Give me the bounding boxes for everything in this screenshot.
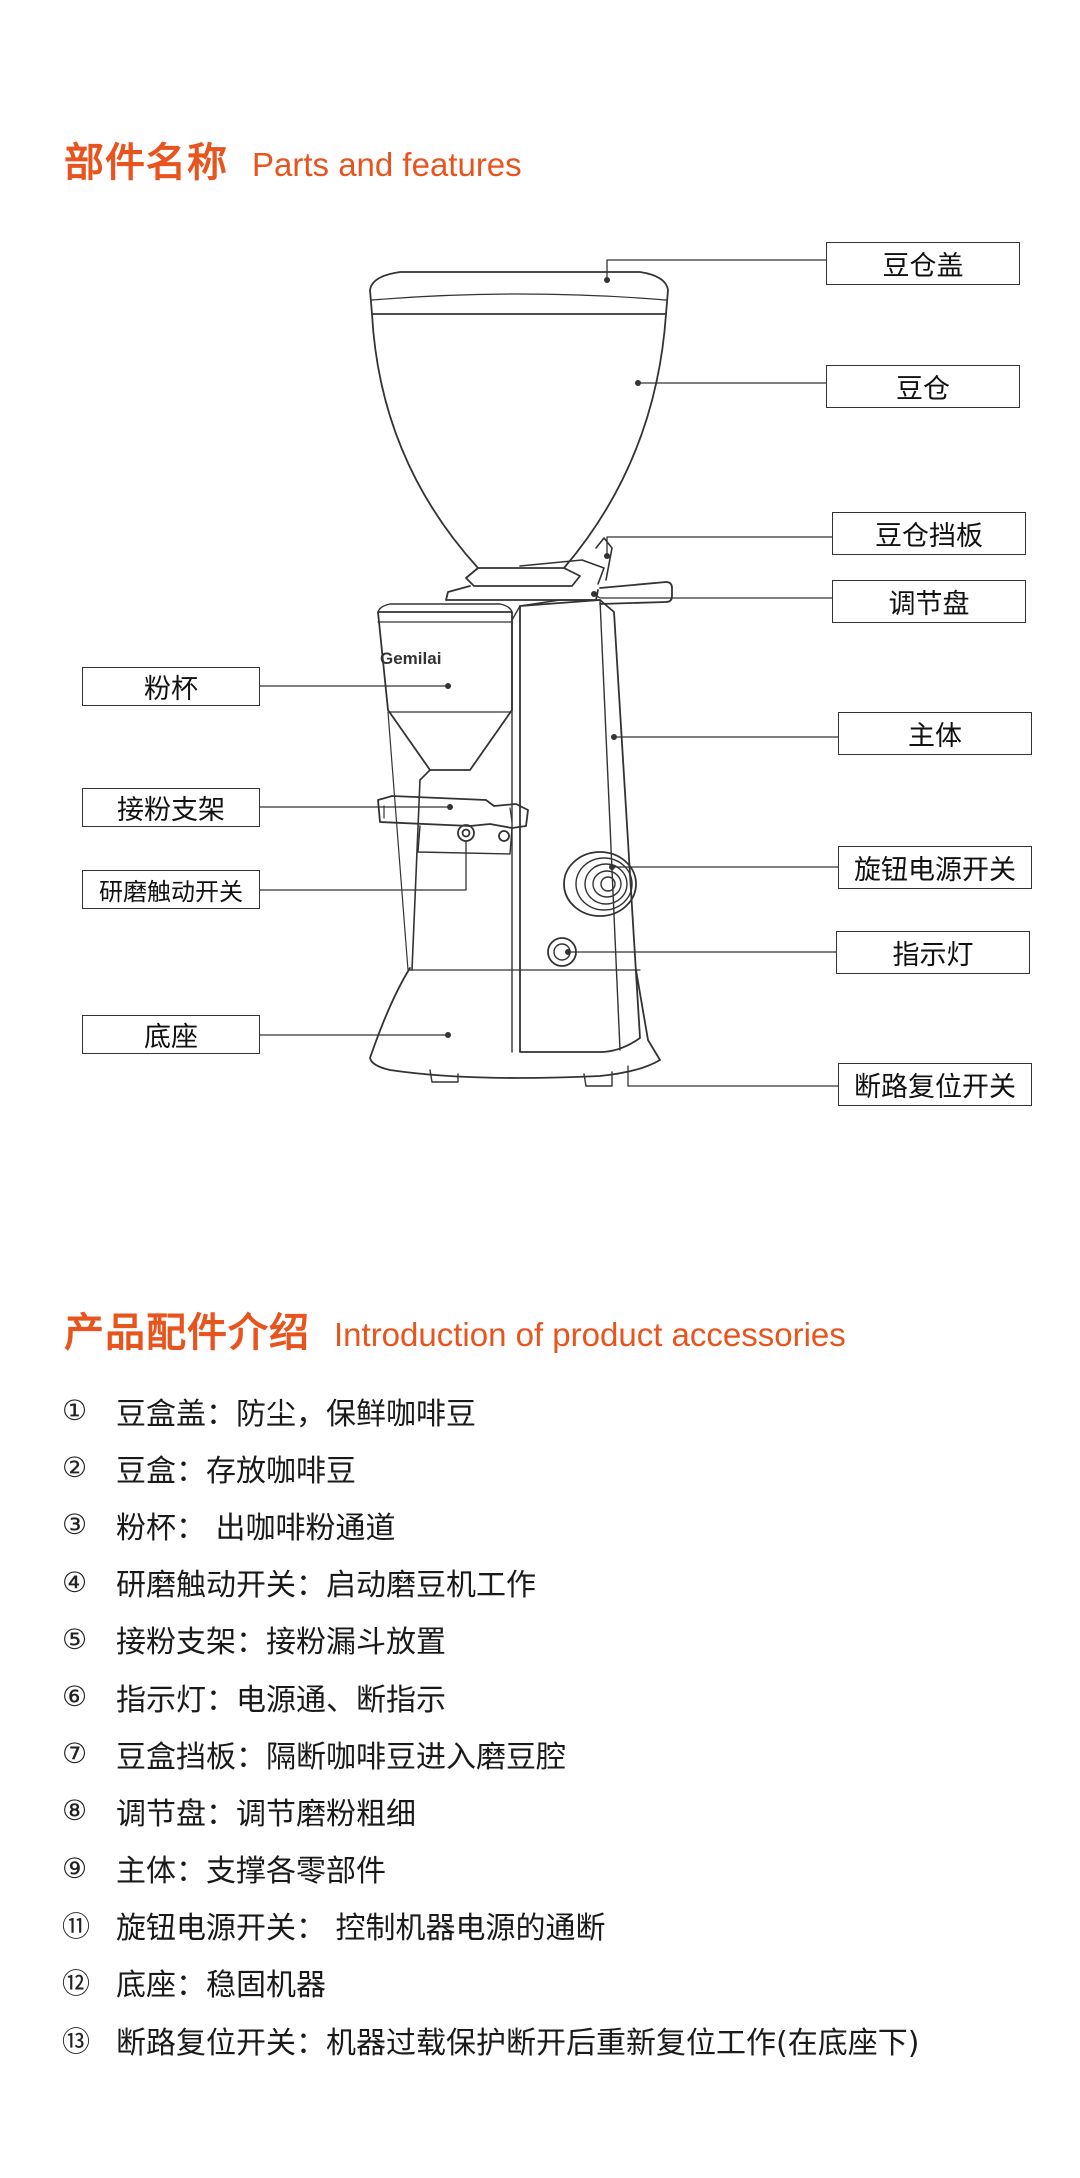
powder-cup-shape bbox=[377, 611, 513, 771]
brand-logo: Gemilai bbox=[380, 649, 441, 668]
parts-section-title: 部件名称 Parts and features bbox=[64, 130, 522, 188]
knob-power-switch-shape bbox=[563, 851, 637, 917]
label-adjust-dial: 调节盘 bbox=[832, 580, 1026, 623]
label-powder-cup: 粉杯 bbox=[82, 667, 260, 706]
label-base: 底座 bbox=[82, 1015, 260, 1054]
label-holder-bracket: 接粉支架 bbox=[82, 788, 260, 827]
adjust-dial-shape bbox=[599, 581, 673, 605]
grind-touch-switch-shape bbox=[457, 824, 475, 842]
label-indicator-light: 指示灯 bbox=[836, 931, 1030, 974]
label-main-body: 主体 bbox=[838, 712, 1032, 755]
grinder-diagram: Gemilai bbox=[82, 242, 1032, 1106]
label-hopper-lid: 豆仓盖 bbox=[826, 242, 1020, 285]
main-body-shape bbox=[519, 599, 641, 1053]
label-breaker-reset-switch: 断路复位开关 bbox=[838, 1063, 1032, 1106]
accessories-title-en: Introduction of product accessories bbox=[334, 1316, 846, 1353]
hopper-lid-shape bbox=[369, 271, 669, 315]
label-knob-power-switch: 旋钮电源开关 bbox=[838, 846, 1032, 889]
parts-title-zh: 部件名称 bbox=[64, 140, 228, 186]
label-grind-touch-switch: 研磨触动开关 bbox=[82, 870, 260, 909]
accessories-section-title: 产品配件介绍 Introduction of product accessori… bbox=[64, 1300, 846, 1358]
hopper-shape bbox=[371, 313, 667, 569]
hopper-gate-shape bbox=[465, 567, 581, 587]
holder-bracket-shape bbox=[377, 795, 529, 829]
accessories-title-zh: 产品配件介绍 bbox=[64, 1310, 310, 1356]
label-hopper-gate: 豆仓挡板 bbox=[832, 512, 1026, 555]
grinder-illustration: Gemilai bbox=[259, 259, 839, 1087]
label-hopper: 豆仓 bbox=[826, 365, 1020, 408]
base-shape bbox=[369, 967, 661, 1079]
parts-title-en: Parts and features bbox=[252, 146, 522, 183]
